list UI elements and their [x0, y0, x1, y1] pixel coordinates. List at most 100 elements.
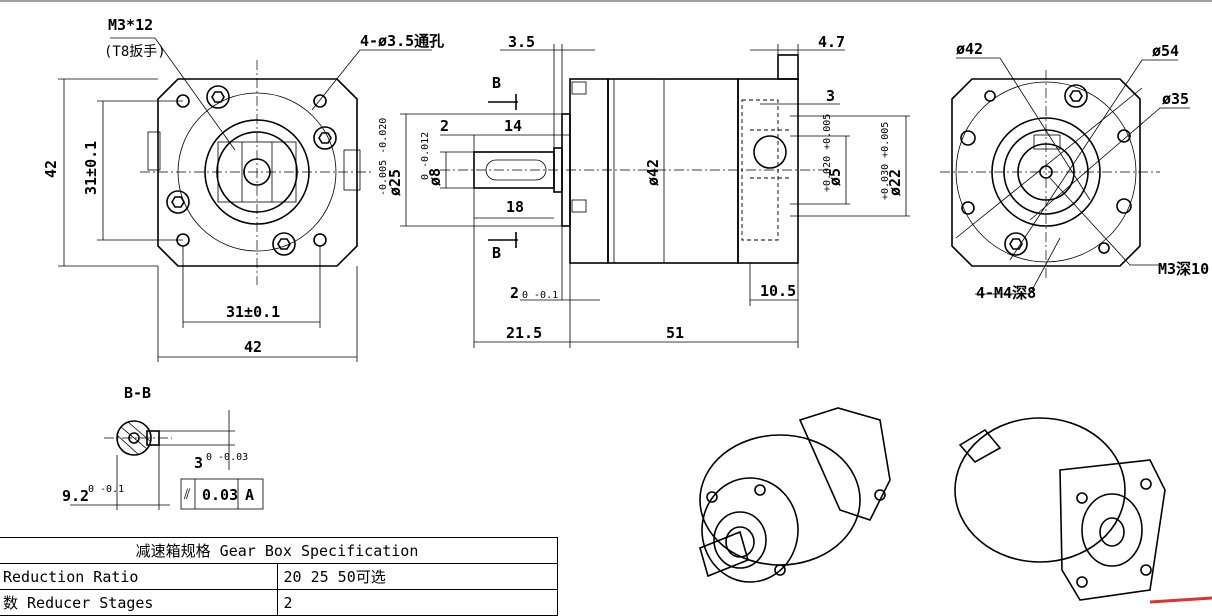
table-row: Reduction Ratio 20 25 50可选	[0, 563, 558, 590]
width-31-label: 31±0.1	[226, 303, 280, 321]
rear-boss	[777, 54, 799, 80]
rear-flange-outline	[951, 78, 1141, 267]
section-dim-9-2-tol: 0 -0.1	[88, 484, 124, 495]
hex-screw	[206, 85, 230, 109]
spec-table: 减速箱规格 Gear Box Specification Reduction R…	[0, 537, 558, 616]
screw-label: M3*12	[108, 16, 153, 34]
rear-hole	[960, 130, 976, 146]
mounting-hole	[313, 94, 327, 108]
dim-21-5: 21.5	[506, 324, 542, 342]
width-42-label: 42	[244, 338, 262, 356]
iso-rear-shaft	[958, 428, 1002, 464]
rear-flange	[737, 78, 799, 264]
rear-outer-circle	[955, 81, 1137, 263]
section-b-top: B	[492, 74, 501, 92]
dim-phi22-tol: +0.030 +0.005	[880, 122, 891, 200]
rear-phi54: ø54	[1152, 42, 1179, 60]
mounting-hole	[313, 233, 327, 247]
section-dim-9-2: 9.2	[62, 487, 89, 505]
iso-flange	[798, 407, 891, 521]
rear-pilot	[991, 117, 1101, 227]
small-hole	[984, 90, 996, 102]
rear-phi35: ø35	[1162, 90, 1189, 108]
gearbox-body	[607, 78, 739, 264]
m4-label: 4-M4深8	[976, 284, 1036, 302]
phi35-leader	[1029, 107, 1190, 221]
dim-phi22: ø22	[886, 169, 904, 196]
iso-face	[701, 477, 799, 583]
spec-value: 20 25 50可选	[276, 563, 558, 590]
hole-leader	[311, 49, 432, 111]
section-dim-3-tol: 0 -0.03	[206, 452, 248, 463]
dim-3-5: 3.5	[508, 33, 535, 51]
hole-label: 4-ø3.5通孔	[360, 32, 444, 50]
dim-phi8: ø8	[426, 168, 444, 186]
m3-leader	[1049, 177, 1160, 266]
isometric-rear-view	[954, 417, 1166, 601]
section-bb	[70, 410, 264, 510]
iso-rear-inner	[1099, 517, 1125, 547]
hex-screw	[166, 190, 190, 214]
rear-hole	[1117, 129, 1131, 143]
dim-4-7: 4.7	[818, 33, 845, 51]
iso-hole	[754, 484, 766, 496]
section-b-bottom: B	[492, 244, 501, 262]
height-42-label: 42	[42, 160, 60, 178]
spec-label: 数 Reducer Stages	[0, 589, 278, 616]
iso-pilot	[713, 511, 767, 569]
screw-leader	[110, 37, 236, 151]
small-hole	[1098, 242, 1110, 254]
iso-rear-flange	[1059, 459, 1166, 601]
iso-shaft	[725, 526, 755, 558]
front-side-tab	[343, 149, 361, 191]
wrench-label: (T8扳手)	[104, 44, 166, 60]
iso-hole	[1140, 564, 1152, 576]
dim-18: 18	[506, 198, 524, 216]
tol-value: 0.03	[202, 486, 238, 504]
rear-phi42: ø42	[956, 40, 983, 58]
section-dim-3: 3	[194, 454, 203, 472]
dim-14: 14	[504, 117, 522, 135]
isometric-front-view	[699, 407, 891, 583]
front-flange	[569, 78, 609, 264]
iso-hole	[1076, 492, 1088, 504]
hex-screw	[1064, 84, 1088, 108]
section-title: B-B	[124, 384, 151, 402]
dim-10-5: 10.5	[760, 282, 796, 300]
dim-2-main: 2	[510, 284, 519, 302]
dim-phi8-tol: 0 -0.012	[420, 132, 431, 180]
iso-output-shaft	[699, 530, 749, 578]
tolerance-frame	[180, 478, 264, 510]
spec-value: 2	[276, 589, 558, 616]
phi42-leader	[956, 57, 1091, 201]
red-mark	[1149, 596, 1212, 604]
flange-tab	[571, 81, 587, 95]
m4-leader	[975, 237, 1061, 295]
iso-rear-body	[954, 417, 1126, 563]
iso-hole	[706, 491, 718, 503]
iso-rear-bore	[1081, 493, 1143, 567]
tol-datum: A	[245, 486, 254, 504]
dim-51: 51	[666, 324, 684, 342]
dim-phi5: ø5	[826, 168, 844, 186]
front-view	[58, 37, 432, 362]
flange-tab	[571, 199, 587, 213]
height-31-label: 31±0.1	[82, 141, 100, 195]
dim-phi5-tol: +0.020 +0.005	[822, 114, 833, 192]
hex-screw	[272, 232, 296, 256]
diam-line	[955, 87, 1143, 239]
rear-hole	[961, 201, 975, 215]
phi54-leader	[1009, 59, 1178, 261]
table-row: 数 Reducer Stages 2	[0, 589, 558, 616]
iso-hole	[774, 564, 786, 576]
dim-phi42: ø42	[644, 159, 662, 186]
rear-view	[940, 57, 1190, 295]
dim-2-tol: 0 -0.1	[522, 290, 558, 301]
iso-hole	[1076, 576, 1088, 588]
iso-hole	[1140, 478, 1152, 490]
iso-hole	[874, 489, 886, 501]
hex-screw	[313, 126, 337, 150]
rear-key	[1033, 134, 1061, 150]
m3-label: M3深10	[1158, 260, 1209, 278]
